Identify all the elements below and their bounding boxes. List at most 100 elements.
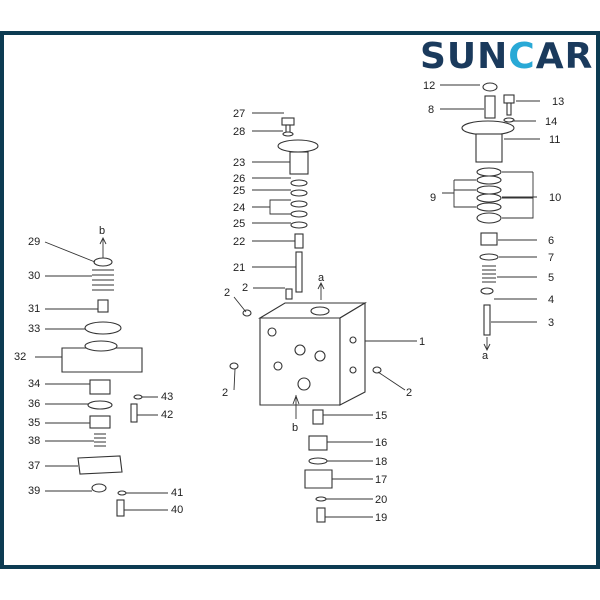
callout-7: 7 [548,252,554,264]
callout-14: 14 [545,116,557,128]
part-4-washer [480,287,494,295]
part-2-plug [242,309,252,317]
arrow-up-icon [317,281,325,300]
part-2-plug [372,366,382,374]
callout-27: 27 [233,108,245,120]
callout-29: 29 [28,236,40,248]
part-15-plug [312,409,324,425]
callout-25: 25 [233,218,245,230]
callout-23: 23 [233,157,245,169]
part-10-ring [476,193,502,203]
arrow-down-icon [483,337,491,352]
callout-36: 36 [28,398,40,410]
part-13-bolt [506,102,512,116]
callout-38: 38 [28,435,40,447]
part-1-block-side [339,302,366,406]
callout-16: 16 [375,437,387,449]
part-24-ring [290,200,308,208]
block-port [294,344,306,356]
part-2-plug [285,288,293,300]
bracket-9-10 [442,171,534,219]
part-25-ring [290,221,308,229]
housing-port [84,340,118,352]
part-9-ring [476,167,502,177]
callout-8: 8 [428,104,434,116]
part-9-ring [476,202,502,212]
part-22-plug [294,233,304,249]
callout-9: 9 [430,192,436,204]
callout-a: a [318,272,325,284]
part-35-plug [89,415,111,429]
part-12-nut [482,82,498,92]
part-38-spring [94,433,106,447]
callout-39: 39 [28,485,40,497]
part-8-stud [484,95,496,119]
callout-30: 30 [28,270,40,282]
part-40-bolt [116,499,125,517]
part-3-spool [483,304,491,336]
part-6-cap [480,232,498,246]
callout-34: 34 [28,378,40,390]
block-port [349,366,357,374]
center-assembly [229,112,417,523]
callout-37: 37 [28,460,40,472]
part-16-plug [308,435,328,451]
callout-26: 26 [233,173,245,185]
callout-25: 25 [233,185,245,197]
part-43-washer [133,394,143,400]
callout-b: b [292,422,298,434]
part-9-ring [476,185,502,195]
leader-lines-left [35,241,168,511]
part-27-bolt-head [281,117,295,126]
callout-6: 6 [548,235,554,247]
part-19-bolt [316,507,326,523]
part-39-nut [91,483,107,493]
callout-2: 2 [222,387,228,399]
callout-24: 24 [233,202,245,214]
part-42-bolt [130,403,138,423]
callout-35: 35 [28,417,40,429]
callout-2: 2 [224,287,230,299]
part-23-body [289,151,309,175]
part-28-washer [282,131,294,137]
callout-labels: 12 8 13 14 11 9 10 6 7 5 4 3 a 27 28 23 … [14,80,564,524]
part-18-ring [308,457,328,465]
callout-1: 1 [419,336,425,348]
callout-43: 43 [161,391,173,403]
logo-text: SUN [420,36,509,77]
callout-20: 20 [375,494,387,506]
part-11-body [475,133,503,163]
block-port [273,361,283,371]
part-30-spring [92,269,114,291]
suncar-logo: SUNCAR [420,36,593,77]
part-37-flange [77,455,123,475]
leader-lines-center [233,112,417,518]
part-41-washer [117,490,127,496]
callout-40: 40 [171,504,183,516]
logo-c: C [508,36,536,77]
callout-18: 18 [375,456,387,468]
block-port [349,336,357,344]
callout-12: 12 [423,80,435,92]
part-11-flange [461,120,515,136]
callout-5: 5 [548,272,554,284]
part-31-plug [97,299,109,313]
block-port [314,350,326,362]
part-2-plug [229,362,239,370]
part-23-flange [277,139,319,153]
part-13-bolt-head [503,94,515,104]
part-10-ring [476,175,502,185]
callout-19: 19 [375,512,387,524]
part-14-washer [503,117,515,123]
callout-31: 31 [28,303,40,315]
part-20-washer [315,496,327,502]
leader-lines-right [440,84,540,323]
callout-32: 32 [14,351,26,363]
part-10-ring [476,212,502,224]
part-34-plug [89,379,111,395]
part-29-washer [93,257,113,267]
callout-33: 33 [28,323,40,335]
callout-13: 13 [552,96,564,108]
arrow-up-icon [99,236,107,260]
